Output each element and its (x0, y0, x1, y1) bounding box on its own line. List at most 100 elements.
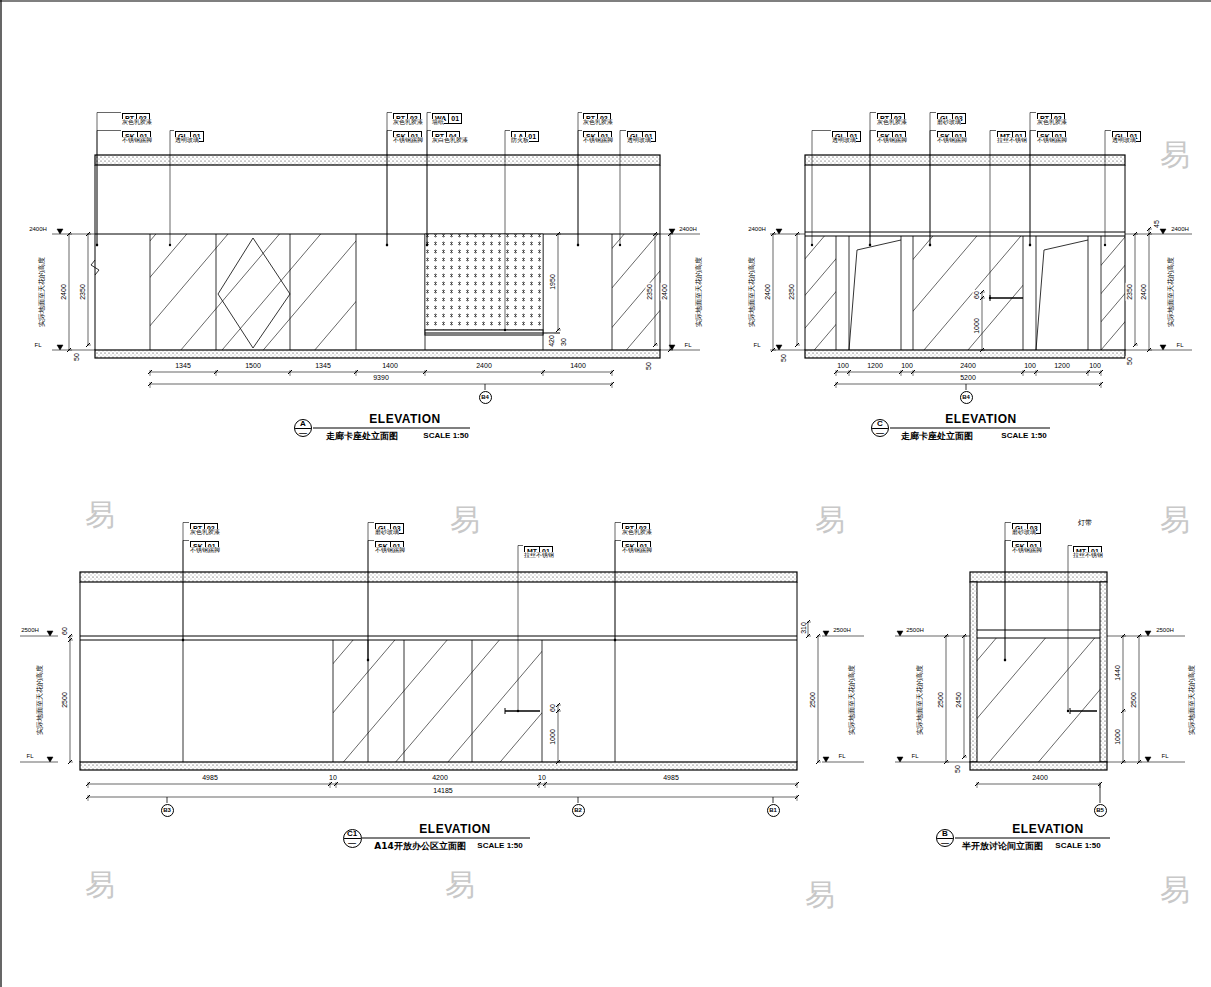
material-tag: GL03磨砂玻璃 (937, 107, 966, 118)
elevation-symbol: A— (294, 419, 312, 437)
level-mark: 2500H (832, 627, 852, 633)
drawing-line (183, 522, 189, 523)
drawing-line (80, 582, 81, 762)
elevation-id: A (300, 420, 306, 428)
drawing-line (1036, 236, 1037, 350)
glass-line (150, 234, 228, 350)
drawing-line (183, 640, 184, 762)
material-tag: SK01不锈钢踢脚 (122, 125, 151, 136)
material-tag: GL01透明玻璃 (832, 125, 861, 136)
drawing-path (897, 631, 903, 636)
drawing-line (1107, 636, 1185, 637)
material-description: 灰色乳胶漆 (583, 119, 613, 125)
drawing-line (771, 232, 775, 236)
section-band (95, 350, 660, 358)
level-mark: FL (33, 342, 42, 348)
level-mark: FL (837, 753, 846, 759)
dimension: 30 (560, 337, 567, 347)
view-name: 走廊卡座处立面图 (325, 432, 399, 441)
leader-dot (386, 244, 388, 246)
drawing-line (615, 522, 621, 523)
material-tag: GL01透明玻璃 (627, 125, 656, 136)
dimension: 2500 (1130, 691, 1137, 709)
drawing-line (404, 640, 405, 762)
view-title: ELEVATION (944, 413, 1017, 425)
height-note: 实际地面至天花的高度 (1189, 664, 1196, 736)
dimension: 2350 (1126, 283, 1133, 301)
dimension: 2400 (1031, 774, 1049, 781)
watermark: 易 (1159, 140, 1191, 170)
level-mark: FL (752, 342, 761, 348)
drawing-line (895, 762, 970, 763)
drawing-line (660, 234, 700, 235)
glass-line (150, 234, 187, 350)
drawing-line (812, 130, 831, 131)
drawing-line (670, 234, 671, 350)
drawing-line (836, 372, 1101, 373)
axis-bubble: B4 (960, 391, 973, 404)
dimension: 10 (328, 774, 338, 781)
leader-dot (1104, 244, 1106, 246)
drawing-line (1147, 227, 1151, 231)
glass-line (805, 236, 836, 350)
dimension: 50 (1126, 356, 1133, 366)
leader-dot (504, 329, 506, 331)
drawing-line (387, 113, 388, 246)
section-band (1100, 582, 1107, 762)
drawing-line (771, 348, 775, 352)
watermark: 易 (84, 870, 116, 900)
scale-note: SCALE 1:50 (1054, 842, 1101, 850)
axis-bubble: B1 (767, 804, 780, 817)
section-band (805, 155, 1125, 165)
drawing-line (1068, 545, 1072, 546)
material-description: 不锈钢踢脚 (393, 137, 423, 143)
drawing-path (57, 345, 63, 350)
material-tag: WA01墙纸 (432, 107, 463, 118)
drawing-path (823, 757, 829, 762)
axis-circle: B4 (960, 391, 973, 404)
elevation-id: B (942, 830, 948, 838)
drawing-line (427, 131, 428, 246)
symbol-circle: C1— (343, 829, 362, 848)
drawing-line (818, 636, 819, 762)
drawing-line (505, 131, 506, 331)
glass-hatch (1101, 236, 1125, 350)
drawing-line (836, 236, 837, 350)
material-description: 灰色乳胶漆 (122, 119, 152, 125)
drawing-line (69, 234, 70, 350)
drawing-line (1070, 708, 1071, 714)
material-tag: GL03磨砂玻璃 (375, 517, 404, 528)
sheet-ref: — (941, 839, 949, 847)
view-title: ELEVATION (1011, 823, 1084, 835)
material-tag: MT01拉丝不锈钢 (997, 125, 1026, 136)
drawing-line (0, 0, 1211, 1)
drawing-line (88, 784, 797, 785)
drawing-line (543, 782, 547, 786)
section-band (970, 582, 977, 762)
dimension: 100 (1023, 362, 1037, 369)
drawing-line (183, 541, 184, 641)
drawing-line (847, 370, 851, 374)
drawing-line (537, 782, 541, 786)
drawing-line (773, 797, 774, 803)
symbol-circle: A— (294, 419, 312, 437)
dimension: 5200 (959, 374, 977, 381)
glass-line (626, 234, 660, 350)
drawing-line (773, 234, 774, 350)
drawing-line (812, 131, 813, 246)
leader-dot (367, 659, 369, 661)
glass-line (977, 638, 996, 762)
drawing-line (808, 622, 809, 636)
leader-dot (1004, 659, 1006, 661)
material-description: 不锈钢踢脚 (622, 547, 652, 553)
drawing-line (1099, 370, 1103, 374)
drawing-line (578, 797, 579, 803)
height-note: 实际地面至天花的高度 (749, 256, 756, 328)
drawing-line (558, 705, 559, 762)
axis-circle: B1 (767, 804, 780, 817)
glass-line (1039, 638, 1101, 762)
dimension: 1000 (973, 317, 980, 335)
drawing-line (95, 234, 660, 235)
material-tag: GL01透明玻璃 (175, 125, 204, 136)
sheet-ref: — (876, 429, 884, 437)
